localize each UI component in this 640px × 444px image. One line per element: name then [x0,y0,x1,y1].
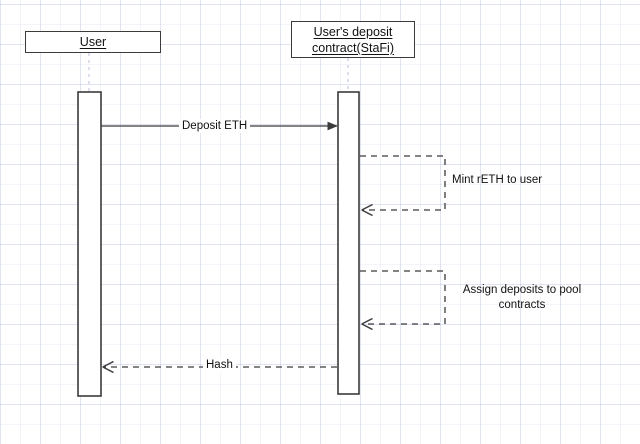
activation-bar-contract [337,91,360,395]
message-label-assign-deposits: Assign deposits to pool contracts [452,283,592,313]
participant-header-user[interactable]: User [25,31,161,53]
assign-deposits-line2: contracts [498,299,546,312]
message-label-mint-reth: Mint rETH to user [452,174,543,186]
message-label-deposit-eth: Deposit ETH [179,119,251,134]
message-label-hash: Hash [203,358,236,373]
message-path-mint-reth [360,155,446,210]
participant-contract-label-line2: contract(StaFi) [312,40,394,55]
participant-user-label: User [79,35,107,49]
participant-header-contract[interactable]: User's deposit contract(StaFi) [291,21,415,58]
participant-contract-label-line1: User's deposit [313,24,393,39]
message-path-assign-deposits [360,270,446,324]
activation-bar-user [77,91,102,397]
assign-deposits-line1: Assign deposits to pool [462,284,582,296]
